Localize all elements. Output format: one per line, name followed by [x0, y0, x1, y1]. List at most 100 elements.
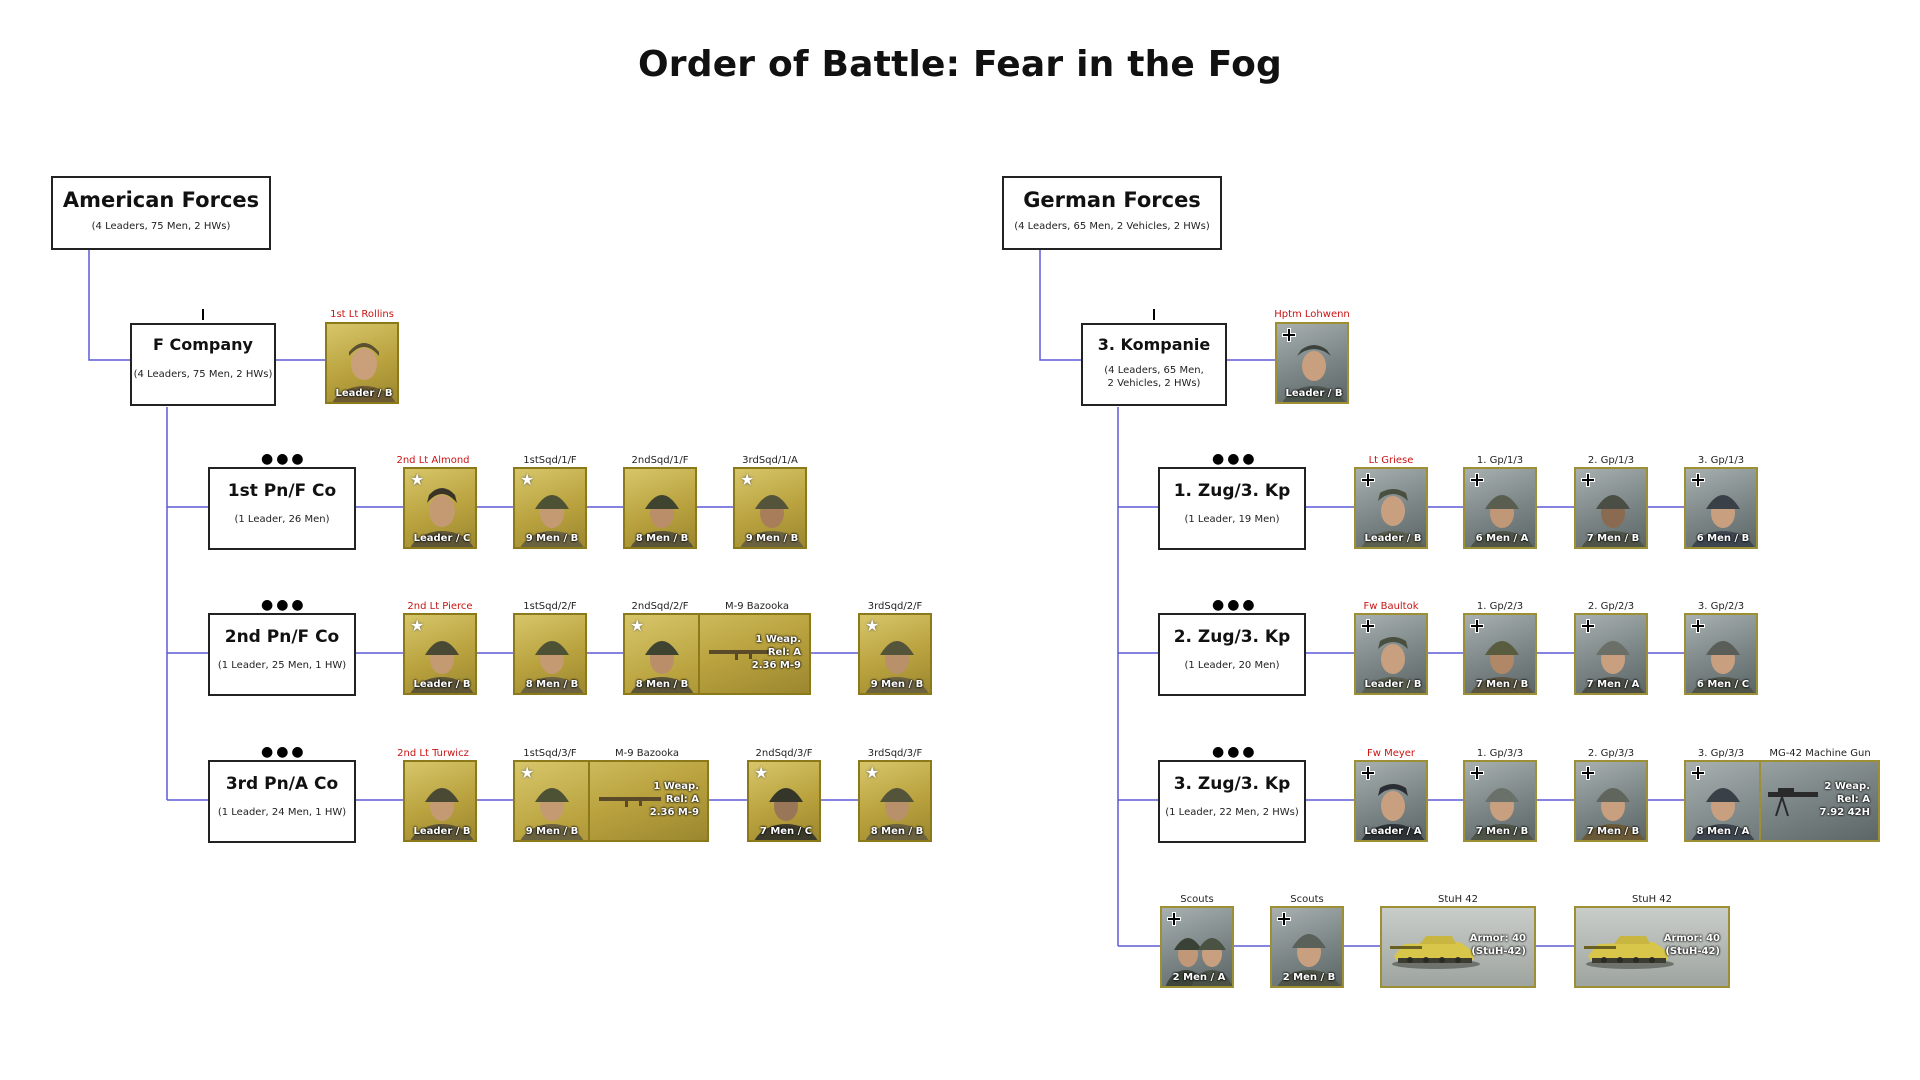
de-p1-group2-counter[interactable]: 7 Men / B: [1574, 467, 1648, 549]
de-hq-counter[interactable]: Leader / B: [1275, 322, 1349, 404]
de-att-2-label: Scouts: [1290, 894, 1324, 905]
us-p3-squad2-counter[interactable]: ★ 7 Men / C: [747, 760, 821, 842]
de-hq-label: Hptm Lohwenn: [1274, 309, 1350, 320]
iron-cross-icon: [1691, 619, 1705, 633]
us-p2-squad3-counter[interactable]: ★ 9 Men / B: [858, 613, 932, 695]
soldier-portrait-icon: [410, 488, 474, 547]
iron-cross-icon: [1691, 473, 1705, 487]
platoon-size-mark: ●●●: [1212, 597, 1258, 613]
de-p3-u1-cap: Leader / A: [1364, 826, 1422, 837]
us-p2-squad2-bazooka-counter[interactable]: ★ 8 Men / B 1 Weap. Rel: A 2.36 M-9: [623, 613, 811, 695]
soldier-portrait-icon: [520, 641, 584, 693]
de-p2-u3-cap: 7 Men / A: [1586, 679, 1640, 690]
assault-gun-icon: [1390, 936, 1480, 969]
de-p3-group1-counter[interactable]: 7 Men / B: [1463, 760, 1537, 842]
iron-cross-icon: [1361, 619, 1375, 633]
us-hq-counter[interactable]: Leader / B: [325, 322, 399, 404]
us-p1-u3-label: 2ndSqd/1/F: [631, 455, 689, 466]
german-forces-title: German Forces: [1023, 188, 1201, 212]
de-p1-leader-counter[interactable]: Leader / B: [1354, 467, 1428, 549]
soldier-portrait-icon: [1691, 788, 1755, 840]
de-p3-leader-counter[interactable]: Leader / A: [1354, 760, 1428, 842]
de-p2-u1-label: Fw Baultok: [1363, 601, 1419, 612]
de-p3-u1-label: Fw Meyer: [1366, 748, 1416, 759]
company-size-mark: [202, 309, 204, 320]
de-p3-group3-mg42-counter[interactable]: 8 Men / A 2 Weap. Rel: A 7.92 42H: [1684, 760, 1880, 842]
weapon-reliability: Rel: A: [1836, 794, 1870, 805]
soldier-portrait-icon: [1282, 345, 1346, 402]
us-p1-leader-counter[interactable]: ★ Leader / C: [403, 467, 477, 549]
us-p1-squad3-counter[interactable]: ★ 9 Men / B: [733, 467, 807, 549]
de-scouts-2-counter[interactable]: 2 Men / B: [1270, 906, 1344, 988]
soldier-portrait-icon: [1581, 495, 1645, 547]
star-icon: ★: [410, 616, 425, 635]
us-platoon-2-box: 2nd Pn/F Co (1 Leader, 25 Men, 1 HW): [208, 613, 356, 696]
de-scouts-1-counter[interactable]: 2 Men / A: [1160, 906, 1234, 988]
us-p2-u1-cap: Leader / B: [413, 679, 471, 690]
de-p2-leader-counter[interactable]: Leader / B: [1354, 613, 1428, 695]
counter-divider: [698, 615, 700, 693]
star-icon: ★: [754, 763, 769, 782]
us-p2-u5-label: 3rdSqd/2/F: [867, 601, 923, 612]
us-p2-leader-counter[interactable]: ★ Leader / B: [403, 613, 477, 695]
de-att-2-cap: 2 Men / B: [1282, 972, 1336, 983]
de-p2-group3-counter[interactable]: 6 Men / C: [1684, 613, 1758, 695]
de-p1-group1-counter[interactable]: 6 Men / A: [1463, 467, 1537, 549]
de-p3-group2-counter[interactable]: 7 Men / B: [1574, 760, 1648, 842]
us-p3-bazooka-info: 1 Weap. Rel: A 2.36 M-9: [650, 780, 699, 819]
us-platoon-3-summary: (1 Leader, 24 Men, 1 HW): [217, 807, 347, 818]
star-icon: ★: [410, 470, 425, 489]
de-stuh42-1-counter[interactable]: Armor: 40 (StuH-42): [1380, 906, 1536, 988]
kompanie-title: 3. Kompanie: [1097, 335, 1211, 354]
us-p1-u2-cap: 9 Men / B: [525, 533, 579, 544]
f-company-box: F Company (4 Leaders, 75 Men, 2 HWs): [130, 323, 276, 406]
us-p1-u4-label: 3rdSqd/1/A: [742, 455, 798, 466]
de-platoon-2-title: 2. Zug/3. Kp: [1173, 627, 1291, 647]
de-p3-u4-label: 3. Gp/3/3: [1697, 748, 1745, 759]
american-forces-title: American Forces: [62, 188, 260, 212]
machine-gun-icon: [1768, 788, 1818, 817]
weapon-count: 1 Weap.: [653, 781, 699, 792]
de-p2-group2-counter[interactable]: 7 Men / A: [1574, 613, 1648, 695]
de-p2-u2-label: 1. Gp/2/3: [1476, 601, 1524, 612]
star-icon: ★: [630, 616, 645, 635]
us-p2-squad1-counter[interactable]: 8 Men / B: [513, 613, 587, 695]
iron-cross-icon: [1277, 912, 1291, 926]
iron-cross-icon: [1361, 473, 1375, 487]
de-att-1-cap: 2 Men / A: [1172, 972, 1226, 983]
us-platoon-1-title: 1st Pn/F Co: [227, 481, 337, 501]
soldier-portrait-icon: [1470, 641, 1534, 693]
armor-value: Armor: 40: [1663, 933, 1720, 944]
de-stuh42-2-counter[interactable]: Armor: 40 (StuH-42): [1574, 906, 1730, 988]
us-p1-squad1-counter[interactable]: ★ 9 Men / B: [513, 467, 587, 549]
iron-cross-icon: [1691, 766, 1705, 780]
de-platoon-1-box: 1. Zug/3. Kp (1 Leader, 19 Men): [1158, 467, 1306, 550]
star-icon: ★: [520, 763, 535, 782]
f-company-title: F Company: [153, 335, 253, 354]
platoon-size-mark: ●●●: [261, 744, 307, 760]
star-icon: ★: [520, 470, 535, 489]
soldier-portrait-icon: [1581, 641, 1645, 693]
de-platoon-3-box: 3. Zug/3. Kp (1 Leader, 22 Men, 2 HWs): [1158, 760, 1306, 843]
us-p3-leader-counter[interactable]: Leader / B: [403, 760, 477, 842]
platoon-size-mark: ●●●: [261, 597, 307, 613]
de-platoon-1-title: 1. Zug/3. Kp: [1173, 481, 1291, 501]
de-p1-u1-label: Lt Griese: [1368, 455, 1414, 466]
de-p2-group1-counter[interactable]: 7 Men / B: [1463, 613, 1537, 695]
de-p1-group3-counter[interactable]: 6 Men / B: [1684, 467, 1758, 549]
german-forces-box: German Forces (4 Leaders, 65 Men, 2 Vehi…: [1002, 176, 1222, 250]
counter-divider: [588, 762, 590, 840]
us-p1-squad2-counter[interactable]: 8 Men / B: [623, 467, 697, 549]
star-icon: ★: [740, 470, 755, 489]
us-p3-squad1-bazooka-counter[interactable]: ★ 9 Men / B 1 Weap. Rel: A 2.36 M-9: [513, 760, 709, 842]
de-att-1-label: Scouts: [1180, 894, 1214, 905]
american-forces-box: American Forces (4 Leaders, 75 Men, 2 HW…: [51, 176, 271, 250]
de-p2-u2-cap: 7 Men / B: [1475, 679, 1529, 690]
soldier-portrait-icon: [1581, 788, 1645, 840]
us-p2-bazooka-info: 1 Weap. Rel: A 2.36 M-9: [752, 633, 801, 672]
us-p3-squad3-counter[interactable]: ★ 8 Men / B: [858, 760, 932, 842]
bazooka-icon: [709, 650, 771, 660]
de-p3-u4-cap: 8 Men / A: [1696, 826, 1750, 837]
us-platoon-3-box: 3rd Pn/A Co (1 Leader, 24 Men, 1 HW): [208, 760, 356, 843]
